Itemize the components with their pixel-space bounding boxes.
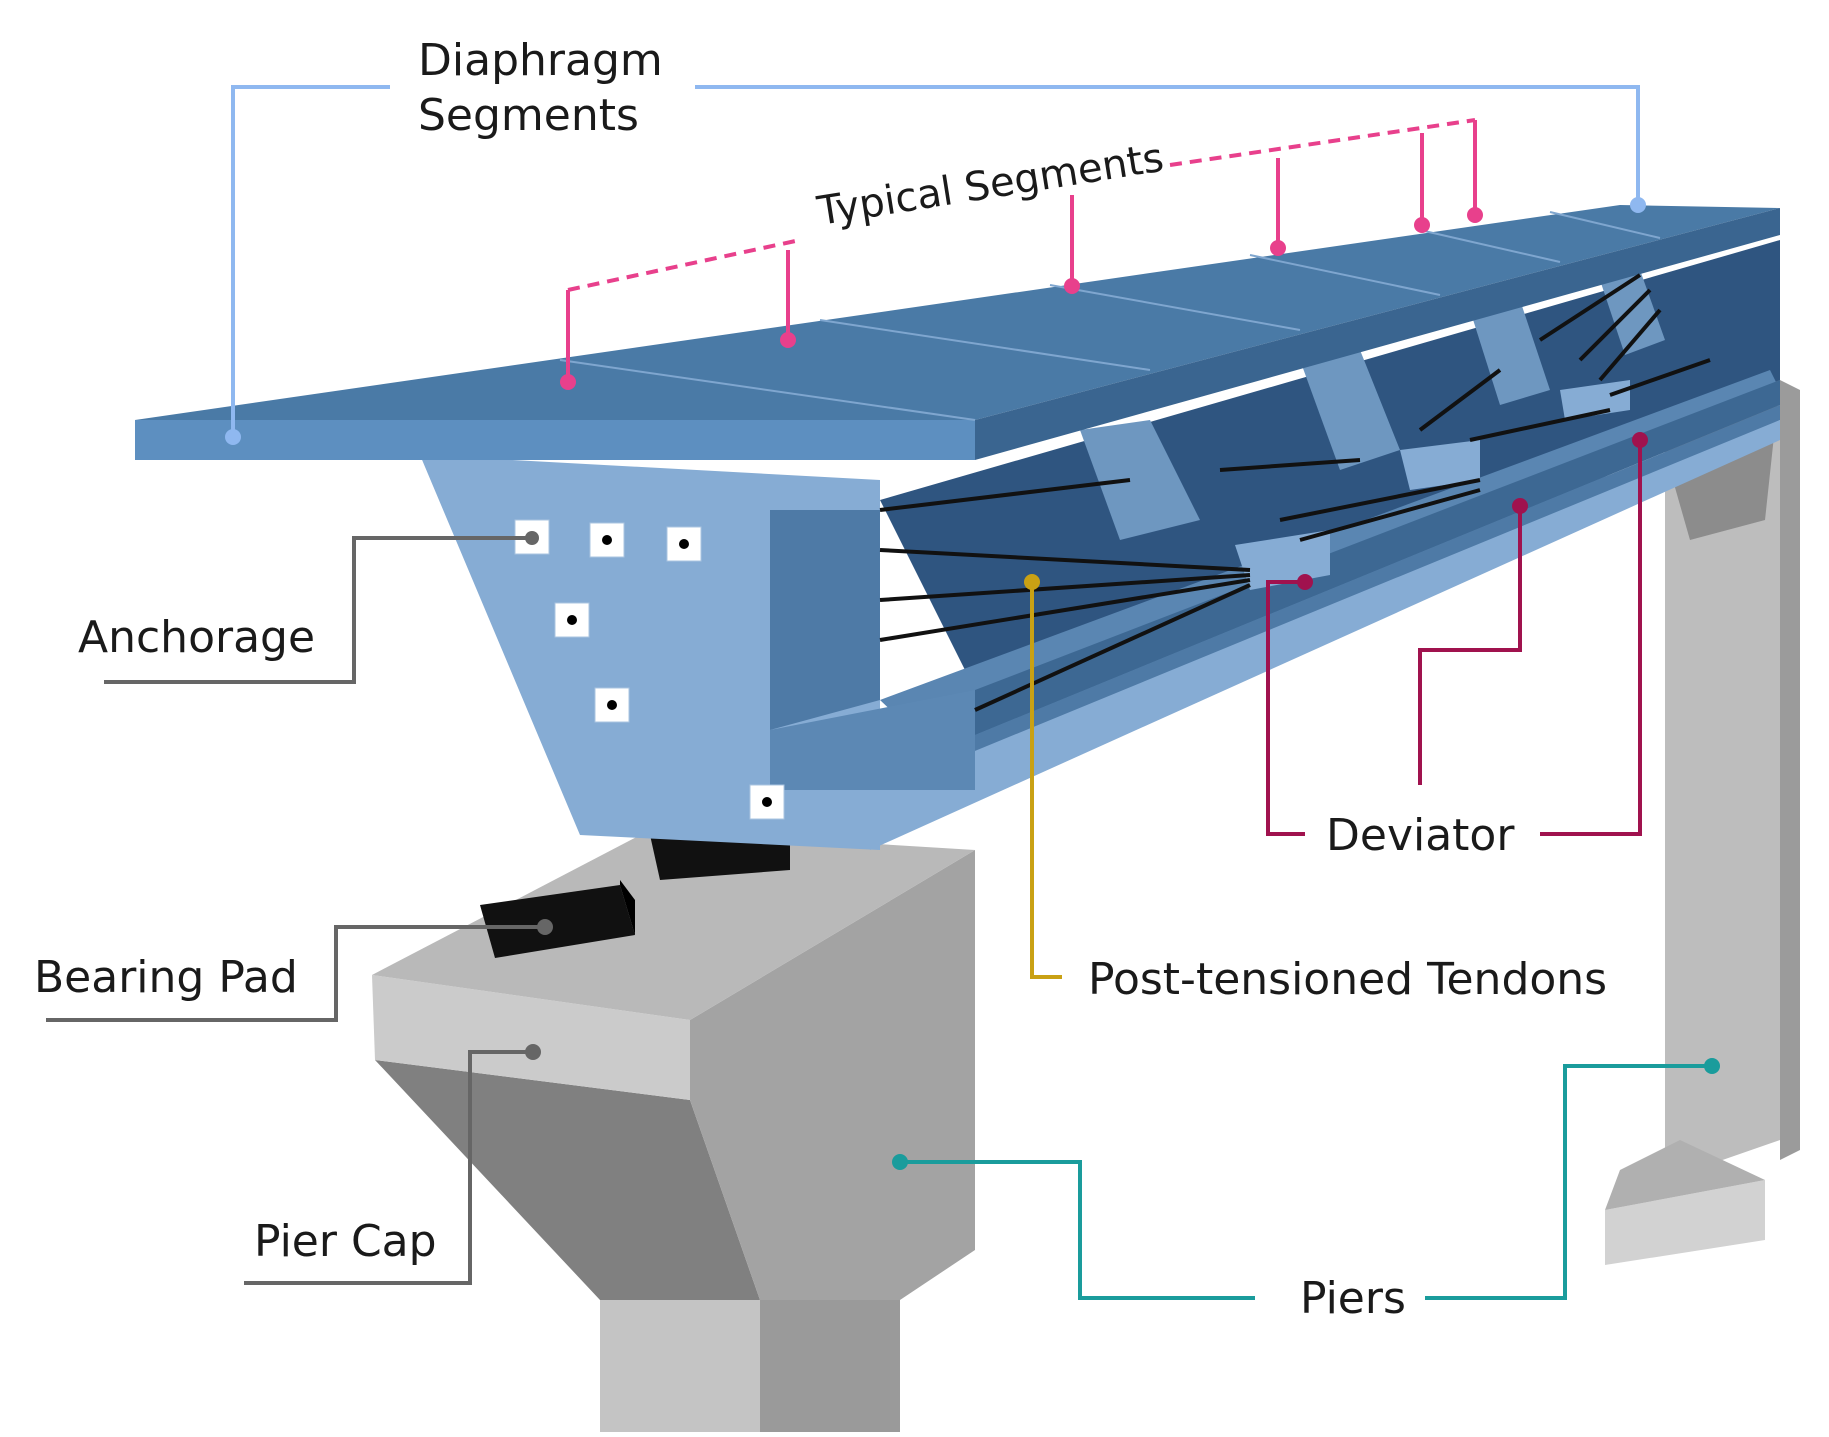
diaphragm-leader bbox=[231, 85, 1640, 437]
label-pier-cap: Pier Cap bbox=[254, 1216, 437, 1267]
deviator-leader bbox=[1266, 440, 1642, 836]
main-pier bbox=[372, 830, 975, 1432]
tendons-leader bbox=[1030, 582, 1062, 979]
typical-segments-leader bbox=[566, 118, 1477, 382]
label-anchorage: Anchorage bbox=[78, 612, 315, 663]
label-post-tensioned-tendons: Post-tensioned Tendons bbox=[1088, 954, 1607, 1005]
label-bearing-pad: Bearing Pad bbox=[34, 952, 298, 1003]
far-pier bbox=[1605, 380, 1800, 1265]
label-diaphragm-line1: Diaphragm bbox=[418, 35, 663, 86]
label-deviator: Deviator bbox=[1326, 810, 1515, 861]
pier-cap-leader bbox=[244, 1050, 533, 1285]
piers-leader bbox=[900, 1064, 1712, 1300]
anchorage-leader bbox=[104, 536, 532, 684]
box-girder bbox=[135, 205, 1780, 850]
bearing-pad-leader bbox=[46, 925, 545, 1022]
label-piers: Piers bbox=[1300, 1273, 1406, 1324]
label-typical-segments: Typical Segments bbox=[813, 135, 1166, 235]
label-diaphragm-line2: Segments bbox=[418, 90, 639, 141]
